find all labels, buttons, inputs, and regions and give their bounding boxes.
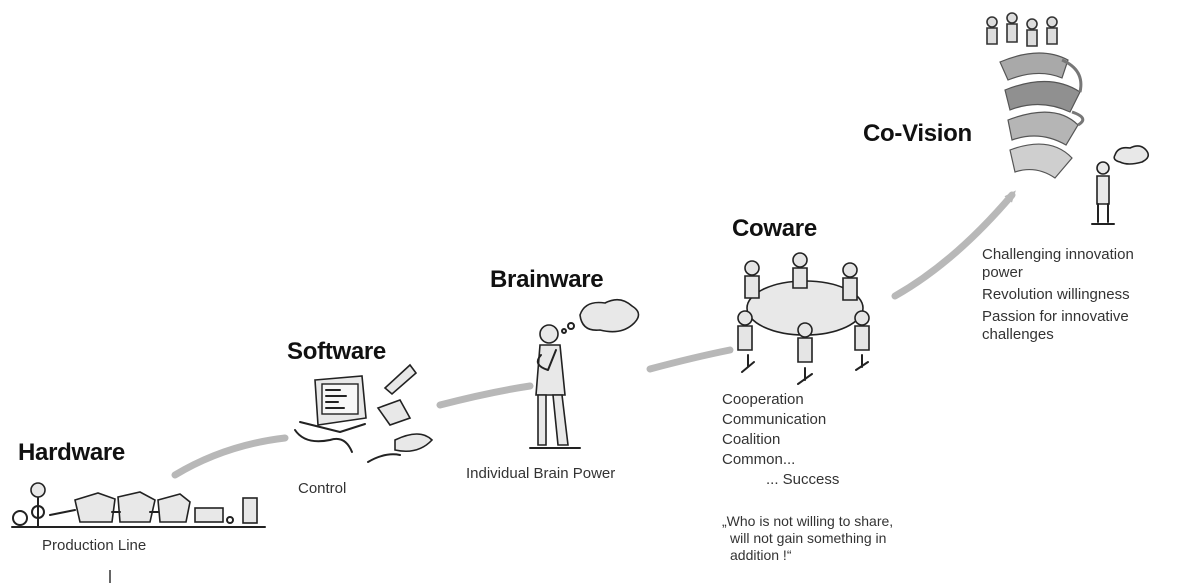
coware-item: Common... bbox=[722, 451, 796, 468]
path-arrow-up bbox=[891, 190, 1016, 300]
coware-item: Cooperation bbox=[722, 391, 804, 408]
software-title: Software bbox=[287, 338, 386, 365]
brainware-title: Brainware bbox=[490, 266, 604, 293]
covision-list: Challenging innovation power Revolution … bbox=[982, 246, 1134, 344]
meeting-table-icon bbox=[737, 252, 870, 385]
coware-title: Coware bbox=[732, 215, 817, 242]
thinking-person-icon bbox=[529, 298, 640, 449]
covision-item: Challenging innovation bbox=[982, 246, 1134, 263]
computer-icon bbox=[294, 363, 434, 463]
control-caption: Control bbox=[298, 480, 347, 497]
coware-list: Cooperation Communication Coalition Comm… bbox=[722, 390, 839, 490]
path-segment-3 bbox=[646, 346, 734, 373]
coware-item: Communication bbox=[722, 411, 827, 428]
covision-item: Revolution willingness bbox=[982, 286, 1130, 303]
covision-title: Co-Vision bbox=[863, 120, 972, 147]
path-segment-1 bbox=[171, 434, 289, 479]
covision-item: power bbox=[982, 264, 1023, 281]
coware-item: ... Success bbox=[766, 471, 840, 488]
path-segment-2 bbox=[436, 382, 534, 409]
coware-quote: „Who is not willing to share, will not g… bbox=[722, 513, 893, 564]
production-line-caption: Production Line bbox=[42, 537, 147, 554]
spiral-vision-icon bbox=[986, 12, 1150, 225]
covision-item: challenges bbox=[982, 326, 1054, 343]
quote-line: „Who is not willing to share, bbox=[722, 513, 894, 529]
covision-item: Passion for innovative bbox=[982, 308, 1129, 325]
hardware-title: Hardware bbox=[18, 439, 125, 466]
individual-brain-power-caption: Individual Brain Power bbox=[466, 465, 616, 482]
production-line-icon bbox=[11, 482, 266, 528]
quote-line: addition !“ bbox=[730, 547, 792, 563]
coware-item: Coalition bbox=[722, 431, 781, 448]
quote-line: will not gain something in bbox=[730, 530, 887, 546]
